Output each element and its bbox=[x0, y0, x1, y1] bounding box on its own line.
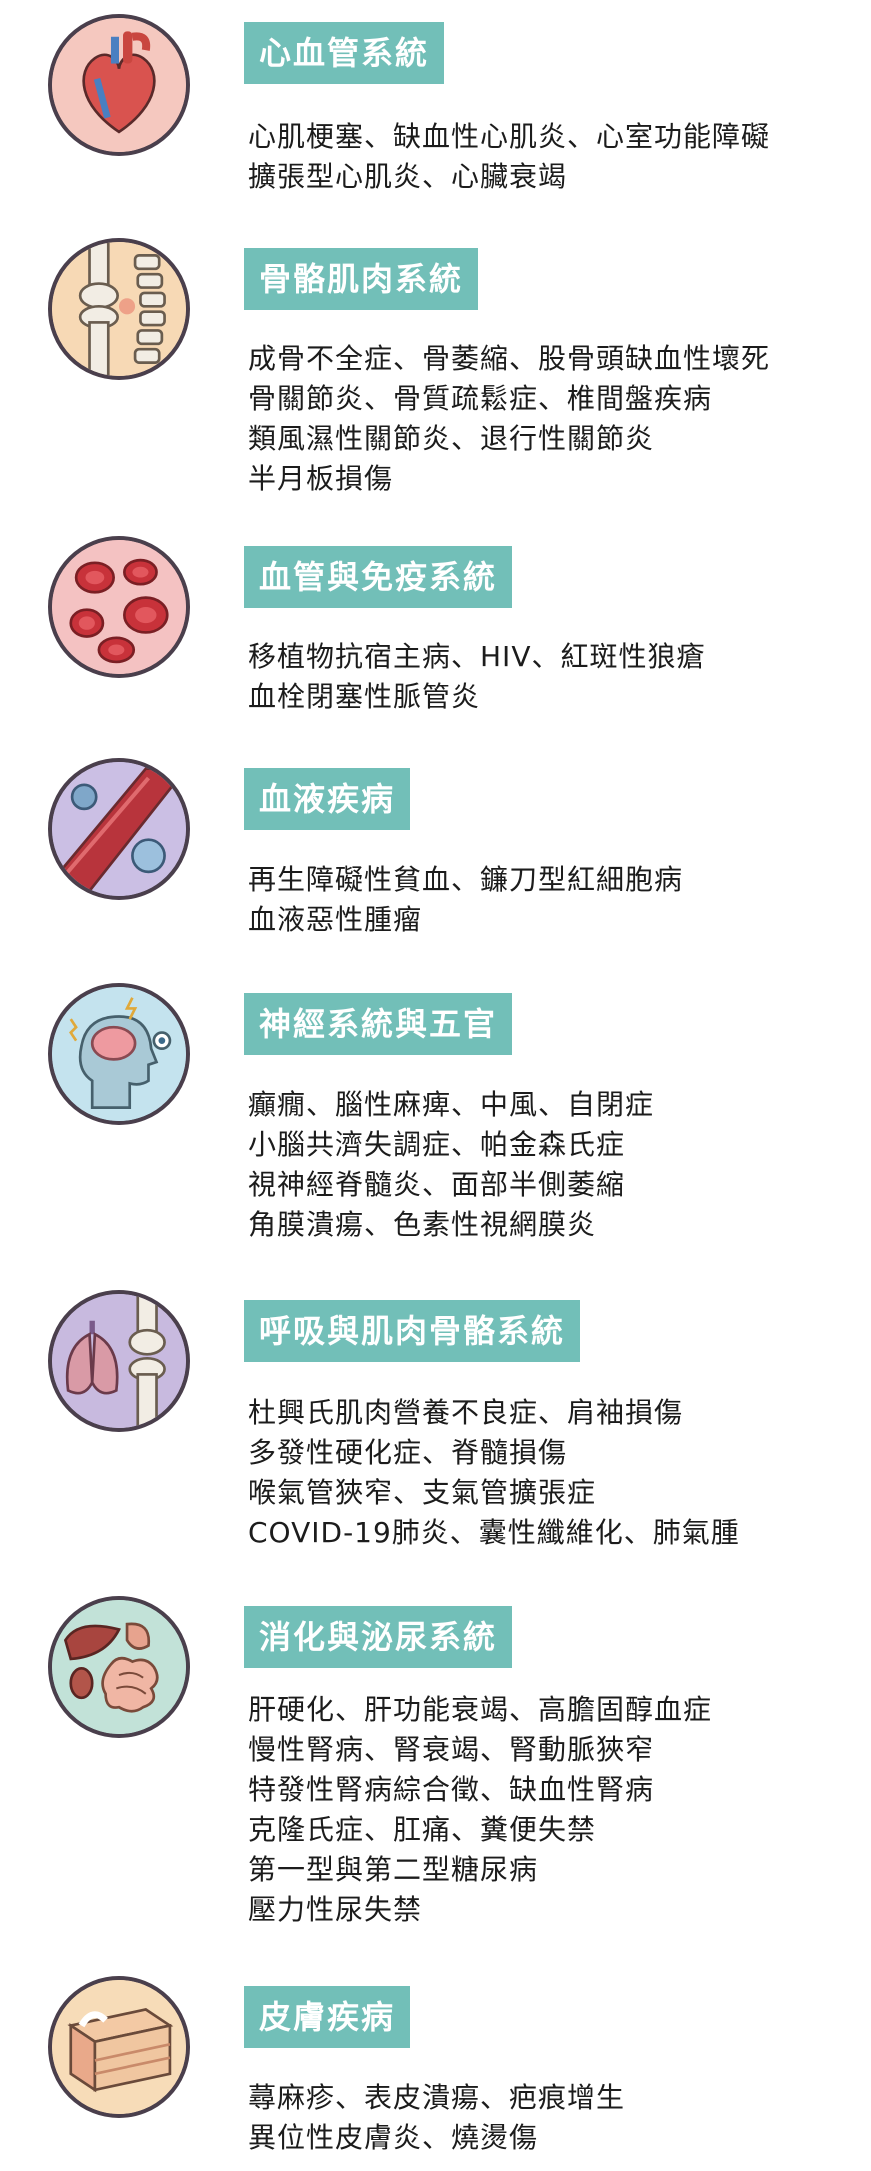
list-item: 半月板損傷 bbox=[248, 462, 394, 495]
list-item: 多發性硬化症、脊髓損傷 bbox=[248, 1436, 568, 1469]
section-title: 血液疾病 bbox=[244, 768, 411, 830]
list-item: 心肌梗塞、缺血性心肌炎、心室功能障礙 bbox=[248, 120, 771, 153]
list-item: 肝硬化、肝功能衰竭、高膽固醇血症 bbox=[248, 1693, 713, 1726]
list-item: 視神經脊髓炎、面部半側萎縮 bbox=[248, 1168, 626, 1201]
section-title: 皮膚疾病 bbox=[244, 1986, 411, 2048]
section-title: 消化與泌尿系統 bbox=[244, 1606, 513, 1668]
lungs-bone-icon bbox=[48, 1290, 190, 1432]
list-item: 小腦共濟失調症、帕金森氏症 bbox=[248, 1128, 626, 1161]
list-item: 血栓閉塞性脈管炎 bbox=[248, 680, 481, 713]
skin-layers-icon bbox=[48, 1976, 190, 2118]
list-item: 異位性皮膚炎、燒燙傷 bbox=[248, 2121, 539, 2154]
list-item: 喉氣管狹窄、支氣管擴張症 bbox=[248, 1476, 597, 1509]
list-item: 癲癇、腦性麻痺、中風、自閉症 bbox=[248, 1088, 655, 1121]
list-item: 骨關節炎、骨質疏鬆症、椎間盤疾病 bbox=[248, 382, 713, 415]
list-item: 壓力性尿失禁 bbox=[248, 1893, 423, 1926]
condition-list: 心肌梗塞、缺血性心肌炎、心室功能障礙 擴張型心肌炎、心臟衰竭 bbox=[248, 117, 770, 197]
section-title: 骨骼肌肉系統 bbox=[244, 248, 479, 310]
blood-vessel-icon bbox=[48, 758, 190, 900]
list-item: 蕁麻疹、表皮潰瘍、疤痕增生 bbox=[248, 2081, 626, 2114]
section-title: 呼吸與肌肉骨骼系統 bbox=[244, 1300, 581, 1362]
section-title: 血管與免疫系統 bbox=[244, 546, 513, 608]
blood-cells-icon bbox=[48, 536, 190, 678]
condition-list: 移植物抗宿主病、HIV、紅斑性狼瘡 血栓閉塞性脈管炎 bbox=[248, 637, 705, 717]
condition-list: 蕁麻疹、表皮潰瘍、疤痕增生 異位性皮膚炎、燒燙傷 bbox=[248, 2078, 625, 2158]
list-item: COVID-19肺炎、囊性纖維化、肺氣腫 bbox=[248, 1516, 740, 1549]
digestive-organs-icon bbox=[48, 1596, 190, 1738]
list-item: 血液惡性腫瘤 bbox=[248, 903, 423, 936]
list-item: 擴張型心肌炎、心臟衰竭 bbox=[248, 160, 568, 193]
list-item: 類風濕性關節炎、退行性關節炎 bbox=[248, 422, 655, 455]
list-item: 克隆氏症、肛痛、糞便失禁 bbox=[248, 1813, 597, 1846]
heart-icon bbox=[48, 14, 190, 156]
list-item: 第一型與第二型糖尿病 bbox=[248, 1853, 539, 1886]
bone-joint-icon bbox=[48, 238, 190, 380]
list-item: 角膜潰瘍、色素性視網膜炎 bbox=[248, 1208, 597, 1241]
list-item: 成骨不全症、骨萎縮、股骨頭缺血性壞死 bbox=[248, 342, 771, 375]
condition-list: 杜興氏肌肉營養不良症、肩袖損傷 多發性硬化症、脊髓損傷 喉氣管狹窄、支氣管擴張症… bbox=[248, 1393, 740, 1553]
condition-list: 再生障礙性貧血、鐮刀型紅細胞病 血液惡性腫瘤 bbox=[248, 860, 683, 940]
list-item: 杜興氏肌肉營養不良症、肩袖損傷 bbox=[248, 1396, 684, 1429]
list-item: 特發性腎病綜合徵、缺血性腎病 bbox=[248, 1773, 655, 1806]
list-item: 移植物抗宿主病、HIV、紅斑性狼瘡 bbox=[248, 640, 706, 673]
section-title: 心血管系統 bbox=[244, 22, 445, 84]
list-item: 慢性腎病、腎衰竭、腎動脈狹窄 bbox=[248, 1733, 655, 1766]
condition-list: 肝硬化、肝功能衰竭、高膽固醇血症 慢性腎病、腎衰竭、腎動脈狹窄 特發性腎病綜合徵… bbox=[248, 1690, 712, 1930]
condition-list: 癲癇、腦性麻痺、中風、自閉症 小腦共濟失調症、帕金森氏症 視神經脊髓炎、面部半側… bbox=[248, 1085, 654, 1245]
brain-head-icon bbox=[48, 983, 190, 1125]
list-item: 再生障礙性貧血、鐮刀型紅細胞病 bbox=[248, 863, 684, 896]
section-title: 神經系統與五官 bbox=[244, 993, 513, 1055]
condition-list: 成骨不全症、骨萎縮、股骨頭缺血性壞死 骨關節炎、骨質疏鬆症、椎間盤疾病 類風濕性… bbox=[248, 339, 770, 499]
